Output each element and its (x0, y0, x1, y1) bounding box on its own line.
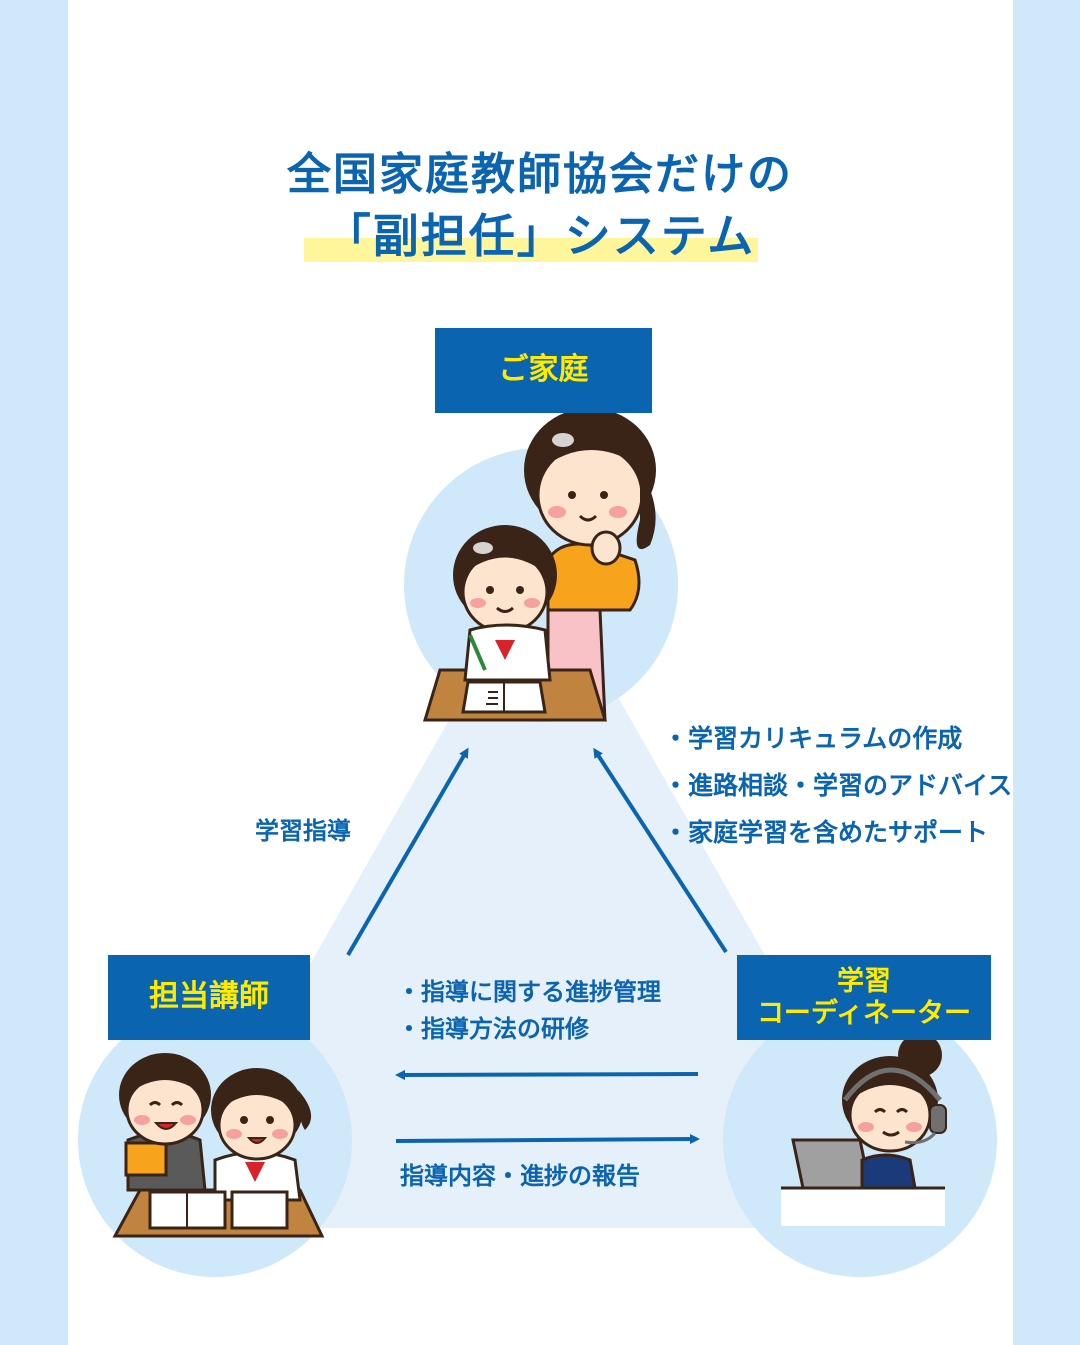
list-item: ・家庭学習を含めたサポート (663, 818, 989, 847)
edge-list-coordinator-to-teacher: ・指導に関する進捗管理 ・指導方法の研修 (397, 975, 661, 1049)
teacher-label: 担当講師 (108, 955, 310, 1040)
edge-label-teacher-to-home: 学習指導 (255, 817, 351, 845)
list-item: ・進路相談・学習のアドバイス (663, 771, 1013, 800)
page-title-line2-wrap: 「副担任」システム (0, 200, 1080, 266)
edge-label-teacher-to-coordinator: 指導内容・進捗の報告 (400, 1162, 640, 1190)
arrow-icon (395, 1069, 699, 1080)
home-label-text: ご家庭 (498, 352, 589, 388)
list-item: ・指導に関する進捗管理 (397, 978, 661, 1006)
coordinator-label: 学習 コーディネーター (737, 955, 991, 1040)
arrow-icon (395, 1134, 700, 1145)
teacher-and-student-illustration (112, 1053, 325, 1238)
page-title-line1: 全国家庭教師協会だけの (287, 149, 793, 200)
list-item: ・指導方法の研修 (397, 1015, 589, 1043)
triangle-backdrop (160, 560, 920, 1228)
home-label: ご家庭 (435, 328, 652, 413)
coordinator-label-line2: コーディネーター (756, 997, 972, 1029)
coordinator-label-line1: 学習 (837, 966, 891, 998)
page-title-line2: 「副担任」システム (324, 209, 756, 263)
title-highlight (304, 238, 758, 262)
coordinator-with-headset-illustration (781, 1033, 947, 1226)
arrow-icon (346, 747, 469, 957)
list-item: ・学習カリキュラムの作成 (663, 724, 963, 753)
teacher-label-text: 担当講師 (149, 979, 269, 1015)
edge-list-coordinator-to-home: ・学習カリキュラムの作成 ・進路相談・学習のアドバイス ・家庭学習を含めたサポー… (663, 722, 1012, 863)
mother-and-student-illustration (422, 408, 656, 722)
arrow-icon (593, 747, 728, 954)
